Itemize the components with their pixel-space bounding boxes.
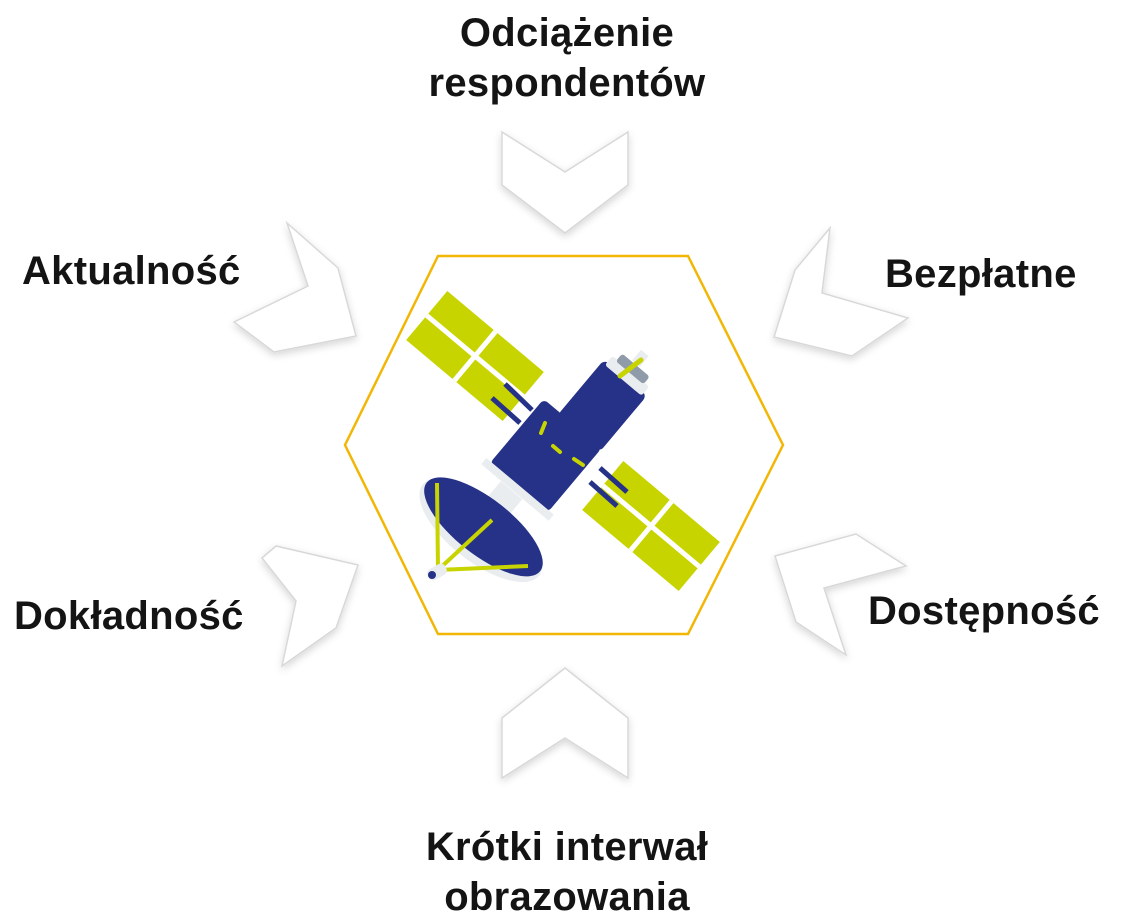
factor-bottom-right-label: Dostępność (868, 589, 1100, 633)
chevron-bottom-left (260, 545, 359, 668)
chevron-top-left (232, 220, 357, 353)
factor-bottom-line-1: Krótki interwał (425, 825, 709, 869)
factor-top-line-2: respondentów (428, 61, 706, 105)
factor-top-right-label: Bezpłatne (885, 252, 1077, 296)
factor-top-line-1: Odciążenie (459, 11, 675, 55)
factor-bottom-label: Krótki interwał obrazowania (317, 822, 817, 922)
factor-bottom-line-2: obrazowania (444, 875, 690, 919)
factor-top-left-label: Aktualność (22, 249, 241, 293)
factor-bottom-left-label: Dokładność (14, 594, 244, 638)
factor-top-label: Odciążenie respondentów (367, 8, 767, 108)
chevron-bottom-right (774, 533, 908, 657)
chevron-top (501, 130, 629, 234)
chevron-top-right (773, 225, 910, 357)
chevron-bottom (501, 667, 629, 780)
satellite-icon (406, 290, 720, 592)
